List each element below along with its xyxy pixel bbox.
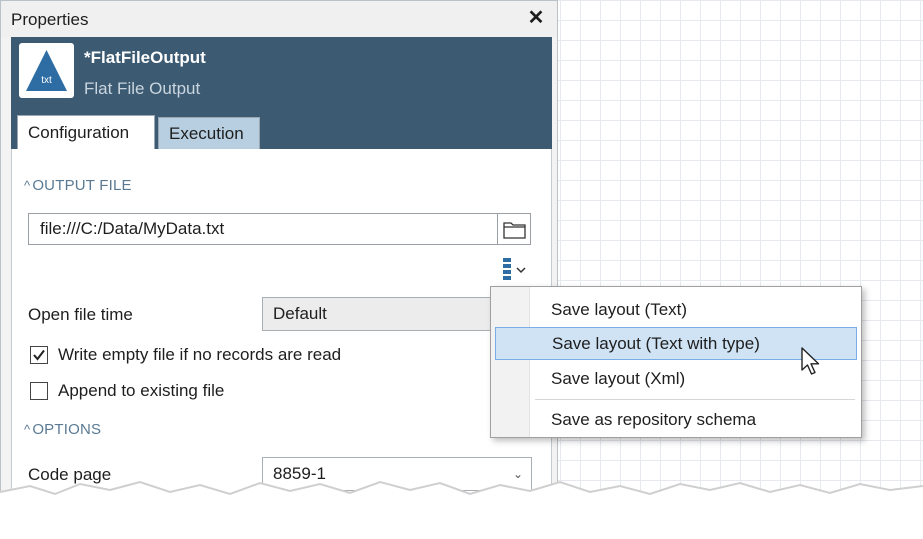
chevron-down-icon [516, 267, 526, 274]
configuration-content: ^OUTPUT FILE file:///C:/Data/MyData.txt … [11, 149, 552, 499]
collapse-caret-icon: ^ [24, 422, 31, 437]
code-page-label: Code page [28, 465, 112, 484]
panel-titlebar: Properties ✕ [1, 1, 557, 37]
menu-icon-gutter [491, 287, 530, 437]
menu-item-save-repository-schema[interactable]: Save as repository schema [551, 410, 757, 429]
folder-icon [503, 222, 526, 239]
layout-dropdown-menu: Save layout (Text) Save layout (Text wit… [490, 286, 862, 438]
close-icon[interactable]: ✕ [527, 7, 545, 29]
append-label: Append to existing file [58, 381, 225, 400]
section-options-label: OPTIONS [32, 421, 102, 438]
code-page-value: 8859-1 [273, 464, 326, 483]
open-file-time-label: Open file time [28, 305, 133, 324]
torn-edge-decoration [0, 480, 923, 539]
collapse-caret-icon: ^ [24, 178, 31, 193]
append-checkbox[interactable] [30, 382, 48, 400]
write-empty-checkbox[interactable] [30, 346, 48, 364]
component-name: *FlatFileOutput [84, 48, 206, 67]
menu-item-save-layout-xml[interactable]: Save layout (Xml) [551, 369, 686, 388]
tab-configuration[interactable]: Configuration [17, 115, 155, 149]
menu-item-save-layout-text[interactable]: Save layout (Text) [551, 300, 688, 319]
section-output-file-label: OUTPUT FILE [32, 177, 132, 194]
browse-folder-button[interactable] [497, 213, 531, 245]
menu-separator [535, 399, 855, 400]
layout-menu-button[interactable] [501, 255, 533, 281]
tab-execution[interactable]: Execution [158, 117, 260, 149]
mouse-cursor-icon [801, 347, 820, 375]
menu-item-save-layout-text-with-type[interactable]: Save layout (Text with type) [495, 327, 857, 360]
write-empty-label: Write empty file if no records are read [58, 345, 342, 364]
component-header: txt *FlatFileOutput Flat File Output Con… [11, 37, 552, 149]
open-file-time-select[interactable]: Default [262, 297, 532, 331]
checkmark-icon [33, 349, 45, 361]
component-type: Flat File Output [84, 79, 201, 98]
section-output-file[interactable]: ^OUTPUT FILE [24, 177, 132, 194]
file-path-input[interactable]: file:///C:/Data/MyData.txt [28, 213, 498, 245]
chevron-down-icon: ⌄ [512, 467, 523, 481]
properties-panel: Properties ✕ txt *FlatFileOutput Flat Fi… [0, 0, 558, 500]
layout-grid-icon [503, 258, 526, 280]
open-file-time-value: Default [273, 304, 327, 323]
section-options[interactable]: ^OPTIONS [24, 421, 101, 438]
icon-label: txt [41, 75, 52, 86]
panel-title: Properties [11, 10, 89, 29]
designer-canvas[interactable] [540, 0, 923, 520]
flat-file-icon: txt [19, 43, 74, 98]
